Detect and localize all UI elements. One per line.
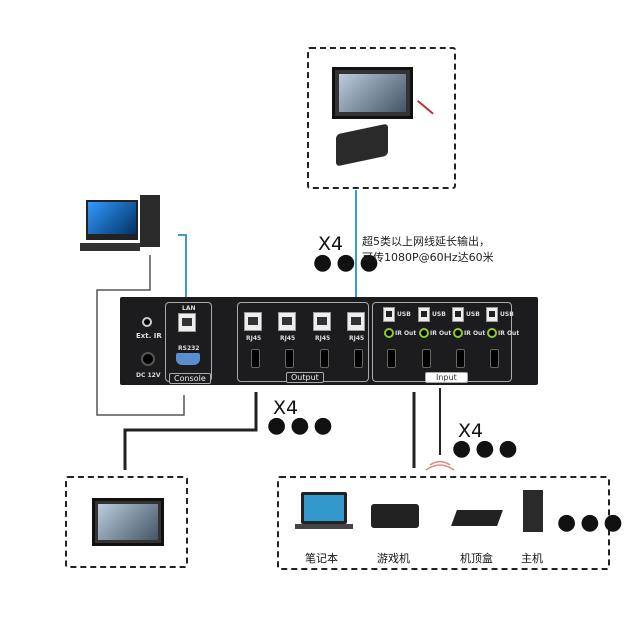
- rj45-label-2: RJ45: [280, 335, 296, 342]
- game-console-icon: [371, 504, 419, 528]
- hdmi-in-1[interactable]: [387, 349, 396, 368]
- usb-port-2[interactable]: [418, 307, 430, 322]
- note-line-1: 超5类以上网线延长输出，: [362, 235, 490, 248]
- output-multiplier: X4: [273, 397, 299, 419]
- hdmi-out-2[interactable]: [285, 349, 294, 368]
- ir-out-label-4: IR Out: [498, 330, 520, 337]
- pc-tower-icon: [140, 195, 160, 247]
- output-label: Output: [286, 372, 324, 383]
- hdmi-in-3[interactable]: [456, 349, 465, 368]
- sources-box: ●●● 笔记本 游戏机 机顶盒 主机: [277, 476, 623, 570]
- pc-monitor-icon: [86, 200, 138, 240]
- input-more-dots: ●●●: [452, 436, 522, 461]
- hdmi-in-4[interactable]: [490, 349, 499, 368]
- console-label: Console: [169, 373, 211, 384]
- rs232-label: RS232: [178, 345, 200, 352]
- source-label-set-top-box: 机顶盒: [460, 552, 493, 565]
- ir-out-label-2: IR Out: [430, 330, 452, 337]
- ir-out-jack-3[interactable]: [453, 328, 463, 338]
- ir-out-jack-2[interactable]: [419, 328, 429, 338]
- hdmi-output-cable: [123, 392, 258, 470]
- usb-label-4: USB: [500, 311, 514, 318]
- rj45-port-3[interactable]: [313, 312, 331, 331]
- rj45-label-4: RJ45: [349, 335, 365, 342]
- lan-port[interactable]: [178, 313, 196, 332]
- hdmi-in-2[interactable]: [422, 349, 431, 368]
- local-display-box: [65, 476, 188, 568]
- extender-multiplier: X4: [318, 233, 344, 255]
- set-top-box-icon: [451, 510, 503, 526]
- rj45-label-1: RJ45: [246, 335, 262, 342]
- source-label-game-console: 游戏机: [377, 552, 410, 565]
- hdmi-out-4[interactable]: [354, 349, 363, 368]
- ext-ir-jack[interactable]: [142, 317, 152, 327]
- remote-display-box: [307, 47, 456, 189]
- dc-power-jack[interactable]: [141, 352, 155, 366]
- rj45-port-4[interactable]: [347, 312, 365, 331]
- matrix-rear-panel: Ext. IR DC 12V LAN RS232 Console RJ45 RJ…: [120, 297, 538, 385]
- rs232-port[interactable]: [176, 353, 200, 365]
- input-label: Input: [425, 372, 468, 383]
- pc-serial-cable: [96, 255, 185, 416]
- tv-icon: [332, 67, 413, 119]
- ext-ir-label: Ext. IR: [136, 332, 162, 340]
- usb-port-1[interactable]: [383, 307, 395, 322]
- input-multiplier: X4: [458, 420, 484, 442]
- usb-label-3: USB: [466, 311, 480, 318]
- pc-lan-cable: [178, 234, 187, 300]
- pc-tower-icon: [523, 490, 543, 532]
- pc-keyboard-icon: [80, 243, 140, 251]
- usb-label-1: USB: [397, 311, 411, 318]
- receiver-box-icon: [336, 123, 388, 167]
- rj45-label-3: RJ45: [315, 335, 331, 342]
- hdmi-out-3[interactable]: [320, 349, 329, 368]
- dc-label: DC 12V: [136, 372, 161, 379]
- ir-out-label-3: IR Out: [464, 330, 486, 337]
- source-label-laptop: 笔记本: [305, 552, 338, 565]
- ir-out-jack-4[interactable]: [487, 328, 497, 338]
- extender-note: 超5类以上网线延长输出， 可传1080P@60Hz达60米: [362, 234, 494, 266]
- source-label-pc: 主机: [521, 552, 543, 565]
- usb-label-2: USB: [432, 311, 446, 318]
- tv-icon: [92, 498, 164, 546]
- more-sources-dots: ●●●: [557, 510, 627, 535]
- note-line-2: 可传1080P@60Hz达60米: [362, 251, 494, 264]
- rj45-port-2[interactable]: [278, 312, 296, 331]
- ir-signal: [425, 460, 455, 471]
- rj45-port-1[interactable]: [244, 312, 262, 331]
- usb-port-4[interactable]: [486, 307, 498, 322]
- laptop-base: [295, 524, 353, 529]
- laptop-icon: [301, 492, 347, 524]
- ir-out-jack-1[interactable]: [384, 328, 394, 338]
- lan-label: LAN: [182, 305, 196, 312]
- usb-port-3[interactable]: [452, 307, 464, 322]
- hdmi-out-1[interactable]: [251, 349, 260, 368]
- ir-out-label-1: IR Out: [395, 330, 417, 337]
- output-more-dots: ●●●: [267, 413, 337, 438]
